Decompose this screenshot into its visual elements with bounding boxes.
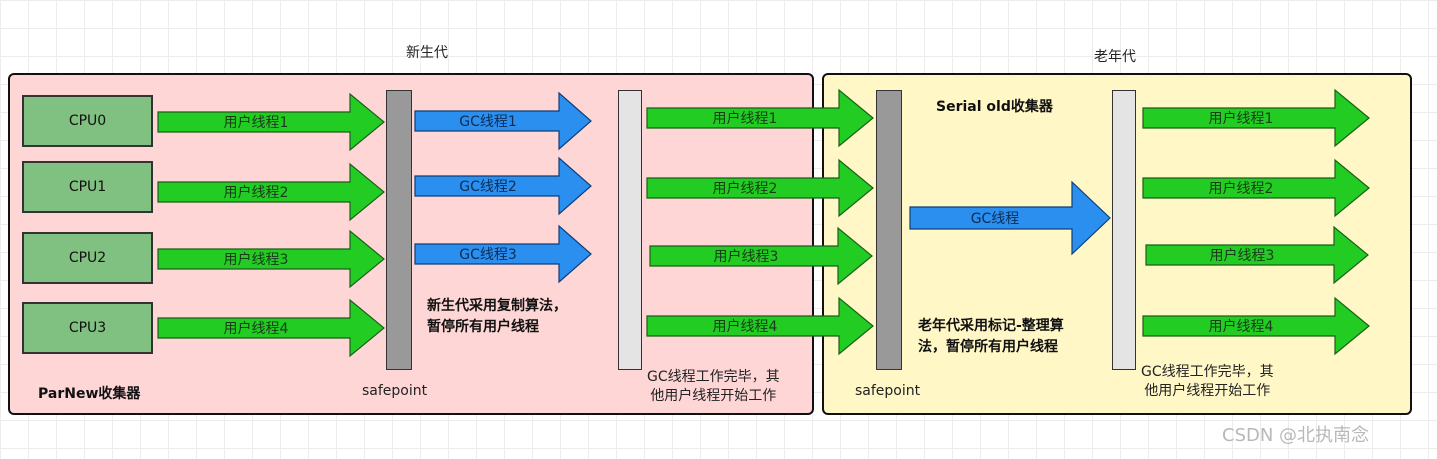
arrow-label: 用户线程1 [1208, 111, 1274, 127]
user-thread-arrow-4c: 用户线程4 [1142, 296, 1370, 356]
arrow-label: GC线程 [970, 211, 1020, 227]
arrow-label: GC线程1 [459, 114, 517, 130]
old-collector-label: Serial old收集器 [936, 99, 1053, 115]
user-thread-arrow-1c: 用户线程1 [1142, 88, 1370, 148]
arrow-shape [414, 91, 592, 151]
arrow-shape [157, 298, 385, 358]
arrow-shape [414, 156, 592, 216]
arrow-label: 用户线程2 [712, 181, 778, 197]
cpu-box-3: CPU3 [22, 302, 153, 354]
safepoint-label-old: safepoint [855, 383, 921, 399]
arrow-label: 用户线程1 [712, 111, 778, 127]
arrow-label: GC线程3 [459, 247, 517, 263]
arrow-label: GC线程2 [459, 179, 517, 195]
safepoint-bar-old [876, 90, 902, 370]
user-thread-arrow-3a: 用户线程3 [157, 229, 385, 289]
old-gen-note: 老年代采用标记-整理算 法，暂停所有用户线程 [918, 316, 1064, 358]
arrow-label: 用户线程1 [223, 115, 289, 131]
arrow-shape [157, 229, 385, 289]
arrow-label: 用户线程4 [1208, 319, 1274, 335]
user-thread-arrow-2a: 用户线程2 [157, 162, 385, 222]
safepoint-bar-young [386, 90, 412, 370]
user-thread-arrow-3c: 用户线程3 [1145, 225, 1369, 285]
user-thread-arrow-1a: 用户线程1 [157, 92, 385, 152]
arrow-shape [414, 224, 592, 284]
young-gen-note: 新生代采用复制算法， 暂停所有用户线程 [427, 296, 567, 338]
cpu-box-1: CPU1 [22, 161, 153, 213]
arrow-shape [157, 162, 385, 222]
cpu-box-0: CPU0 [22, 95, 153, 147]
cpu-box-2: CPU2 [22, 232, 153, 284]
arrow-shape [646, 88, 874, 148]
arrow-shape [646, 158, 874, 218]
old-gc-thread-arrow: GC线程 [909, 180, 1111, 256]
arrow-label: 用户线程4 [712, 319, 778, 335]
arrow-shape [1142, 158, 1370, 218]
young-collector-label: ParNew收集器 [38, 386, 141, 402]
old-gen-note-line-2: 法，暂停所有用户线程 [918, 339, 1058, 355]
gc-done-caption-young-line-2: 他用户线程开始工作 [650, 388, 777, 404]
old-gen-title: 老年代 [1094, 49, 1136, 65]
user-thread-arrow-3b: 用户线程3 [649, 226, 873, 286]
gc-done-caption-old-line-1: GC线程工作完毕，其 [1141, 364, 1274, 380]
gc-finish-bar-old [1112, 90, 1136, 370]
arrow-shape [649, 226, 873, 286]
arrow-label: 用户线程2 [1208, 181, 1274, 197]
arrow-label: 用户线程3 [1209, 248, 1275, 264]
user-thread-arrow-2b: 用户线程2 [646, 158, 874, 218]
gc-done-caption-young: GC线程工作完毕，其 他用户线程开始工作 [647, 368, 780, 406]
user-thread-arrow-4b: 用户线程4 [646, 296, 874, 356]
arrow-label: 用户线程3 [713, 249, 779, 265]
arrow-shape [646, 296, 874, 356]
arrow-shape [909, 180, 1111, 256]
young-gen-note-line-2: 暂停所有用户线程 [427, 319, 539, 335]
safepoint-label-young: safepoint [362, 383, 428, 399]
arrow-label: 用户线程3 [223, 252, 289, 268]
user-thread-arrow-1b: 用户线程1 [646, 88, 874, 148]
arrow-shape [1142, 296, 1370, 356]
arrow-label: 用户线程2 [223, 185, 289, 201]
user-thread-arrow-2c: 用户线程2 [1142, 158, 1370, 218]
gc-thread-arrow-2: GC线程2 [414, 156, 592, 216]
arrow-label: 用户线程4 [223, 321, 289, 337]
arrow-shape [1145, 225, 1369, 285]
arrow-shape [157, 92, 385, 152]
arrow-shape [1142, 88, 1370, 148]
gc-done-caption-old-line-2: 他用户线程开始工作 [1144, 383, 1271, 399]
gc-finish-bar-young [618, 90, 642, 370]
gc-thread-arrow-3: GC线程3 [414, 224, 592, 284]
young-gen-note-line-1: 新生代采用复制算法， [427, 298, 567, 314]
gc-done-caption-old: GC线程工作完毕，其 他用户线程开始工作 [1141, 363, 1274, 401]
gc-thread-arrow-1: GC线程1 [414, 91, 592, 151]
gc-done-caption-young-line-1: GC线程工作完毕，其 [647, 369, 780, 385]
watermark: CSDN @北执南念 [1222, 425, 1370, 446]
user-thread-arrow-4a: 用户线程4 [157, 298, 385, 358]
old-gen-note-line-1: 老年代采用标记-整理算 [918, 318, 1064, 334]
young-gen-title: 新生代 [406, 45, 448, 61]
